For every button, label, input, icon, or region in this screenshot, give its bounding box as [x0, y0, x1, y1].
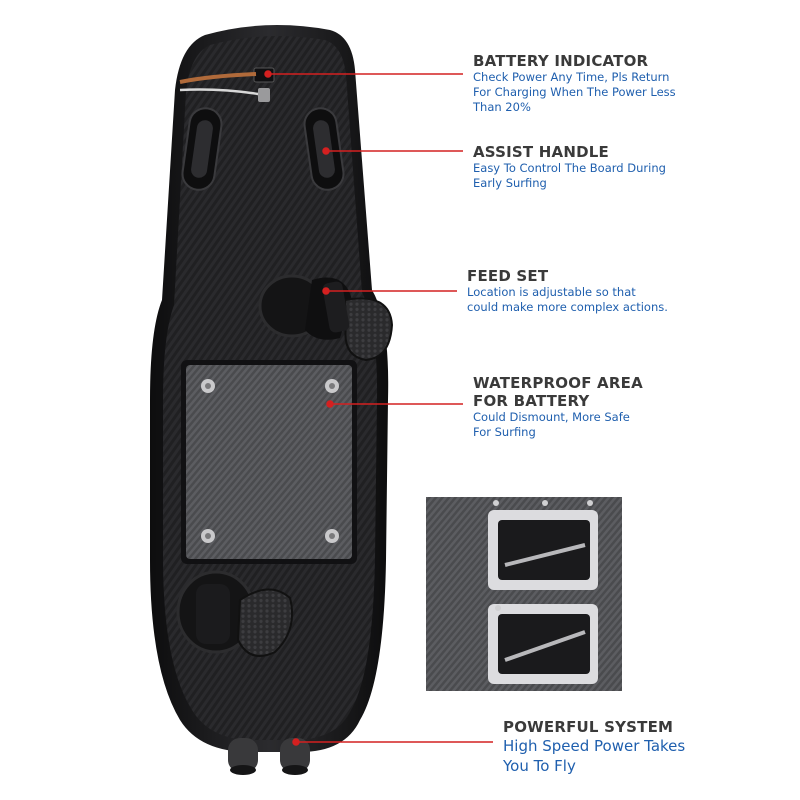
callout-waterproof-area: WATERPROOF AREA FOR BATTERY Could Dismou…: [473, 374, 703, 440]
feed-set-lower: [176, 570, 294, 657]
callout-battery-indicator: BATTERY INDICATOR Check Power Any Time, …: [473, 52, 703, 115]
assist-handle-left: [181, 107, 223, 191]
callout-title: WATERPROOF AREA FOR BATTERY: [473, 374, 643, 410]
callout-description: Easy To Control The Board During Early S…: [473, 161, 666, 190]
callout-title: FEED SET: [467, 267, 549, 285]
jet-outlets: [228, 738, 310, 775]
surfboard: [150, 25, 394, 775]
callout-description: Could Dismount, More Safe For Surfing: [473, 410, 630, 439]
callout-title: POWERFUL SYSTEM: [503, 718, 674, 736]
callout-title: BATTERY INDICATOR: [473, 52, 649, 70]
callout-description: Location is adjustable so that could mak…: [467, 285, 668, 314]
inset-detail-photo: [426, 497, 622, 691]
battery-hatch: [181, 360, 357, 564]
callout-powerful-system: POWERFUL SYSTEM High Speed Power Takes Y…: [503, 718, 733, 776]
feed-set-upper: [258, 274, 394, 362]
callout-description: Check Power Any Time, Pls Return For Cha…: [473, 70, 676, 114]
leader-lines: [264, 70, 493, 746]
callout-title: ASSIST HANDLE: [473, 143, 609, 161]
callout-assist-handle: ASSIST HANDLE Easy To Control The Board …: [473, 143, 703, 191]
callout-description: High Speed Power Takes You To Fly: [503, 737, 686, 775]
callout-feed-set: FEED SET Location is adjustable so that …: [467, 267, 707, 315]
